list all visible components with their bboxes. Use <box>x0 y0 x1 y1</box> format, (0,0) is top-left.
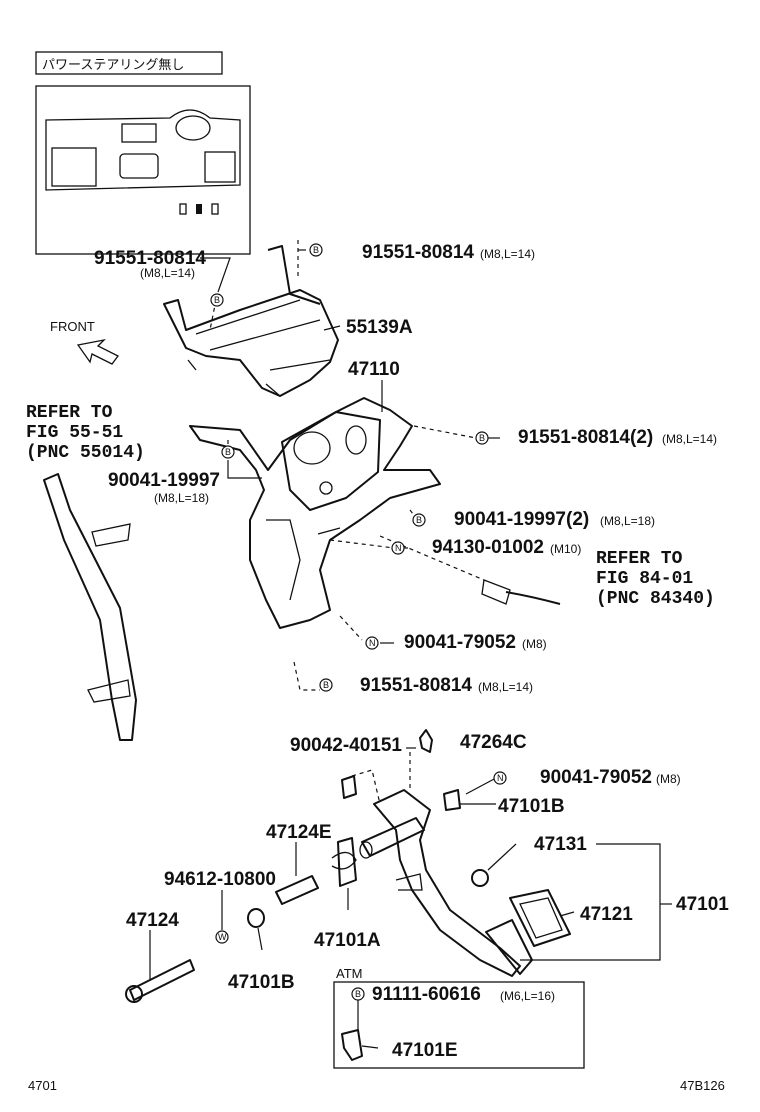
part-number: 47264C <box>460 732 527 753</box>
part-number: 47101 <box>676 894 729 915</box>
side-brace <box>43 473 137 741</box>
bracket-55139A <box>163 240 339 397</box>
atm-label: ATM <box>336 966 362 981</box>
svg-text:B: B <box>355 989 361 999</box>
part-number: 47124E <box>266 822 332 843</box>
b-symbol: B <box>210 293 224 307</box>
refer-line: FIG 55-51 <box>26 423 123 443</box>
part-number: 47121 <box>580 904 633 925</box>
refer-block-55014: REFER TO FIG 55-51 (PNC 55014) <box>26 403 145 463</box>
part-spec: (M8,L=14) <box>662 432 717 446</box>
part-number: 91111-60616 <box>372 984 481 1005</box>
refer-line: REFER TO <box>596 549 683 569</box>
part-spec: (M8,L=18) <box>154 491 209 505</box>
part-number: 90041-79052 <box>540 767 652 788</box>
part-number: 47101A <box>314 930 381 951</box>
part-number: 90041-19997 <box>108 470 220 491</box>
refer-line: (PNC 55014) <box>26 443 145 463</box>
part-number: 90041-19997(2) <box>454 509 589 530</box>
part-number: 47101B <box>228 972 295 993</box>
b-symbol: B <box>351 987 365 1001</box>
footer-left-code: 4701 <box>28 1078 57 1093</box>
svg-text:B: B <box>323 680 329 690</box>
brake-pedal-assembly <box>125 729 571 1003</box>
atm-box: ATM 91111-60616 (M6,L=16) 47101E <box>333 966 585 1069</box>
inset-title: パワーステアリング無し <box>42 57 184 72</box>
part-number: 91551-80814 <box>94 248 206 269</box>
part-spec: (M6,L=16) <box>500 989 555 1003</box>
b-symbol: B <box>412 513 426 527</box>
part-spec: (M10) <box>550 542 581 556</box>
svg-text:N: N <box>497 773 504 783</box>
footer-right-code: 47B126 <box>680 1078 725 1093</box>
part-number: 90042-40151 <box>290 735 402 756</box>
part-spec: (M8,L=18) <box>600 514 655 528</box>
svg-text:B: B <box>225 447 231 457</box>
svg-text:N: N <box>369 638 376 648</box>
part-spec: (M8) <box>656 772 681 786</box>
svg-text:N: N <box>395 543 402 553</box>
part-number: 90041-79052 <box>404 632 516 653</box>
refer-line: FIG 84-01 <box>596 569 693 589</box>
part-labels: 91551-80814 (M8,L=14) 91551-80814 (M8,L=… <box>94 242 729 993</box>
b-symbol: B <box>319 678 333 692</box>
front-label: FRONT <box>50 319 95 334</box>
part-spec: (M8) <box>522 637 547 651</box>
dashboard-sketch <box>45 109 241 215</box>
n-symbol: N <box>365 636 379 650</box>
part-spec: (M8,L=14) <box>140 266 195 280</box>
n-symbol: N <box>493 771 507 785</box>
svg-text:B: B <box>214 295 220 305</box>
part-number: 55139A <box>346 317 413 338</box>
part-number: 47131 <box>534 834 587 855</box>
refer-block-84340: REFER TO FIG 84-01 (PNC 84340) <box>596 549 715 609</box>
part-number: 91551-80814 <box>362 242 474 263</box>
part-number: 91551-80814 <box>360 675 472 696</box>
pedal-bracket-47110 <box>189 397 441 629</box>
part-number: 94612-10800 <box>164 869 276 890</box>
refer-line: (PNC 84340) <box>596 589 715 609</box>
svg-text:B: B <box>416 515 422 525</box>
part-number: 47124 <box>126 910 179 931</box>
leader-lines <box>149 249 672 1049</box>
fastener-symbols: B B B B B N N B N W B <box>210 243 507 1001</box>
svg-text:B: B <box>479 433 485 443</box>
front-arrow: FRONT <box>50 319 119 365</box>
b-symbol: B <box>309 243 323 257</box>
part-number: 47110 <box>348 359 400 380</box>
part-number: 47101E <box>392 1040 458 1061</box>
part-number: 91551-80814(2) <box>518 427 653 448</box>
w-symbol: W <box>215 930 229 944</box>
part-spec: (M8,L=14) <box>480 247 535 261</box>
part-number: 94130-01002 <box>432 537 544 558</box>
part-spec: (M8,L=14) <box>478 680 533 694</box>
inset-panel: パワーステアリング無し <box>35 51 251 255</box>
svg-text:B: B <box>313 245 319 255</box>
b-symbol: B <box>221 445 235 459</box>
refer-line: REFER TO <box>26 403 113 423</box>
part-number: 47101B <box>498 796 565 817</box>
svg-text:W: W <box>218 932 227 942</box>
n-symbol: N <box>391 541 405 555</box>
b-symbol: B <box>475 431 489 445</box>
